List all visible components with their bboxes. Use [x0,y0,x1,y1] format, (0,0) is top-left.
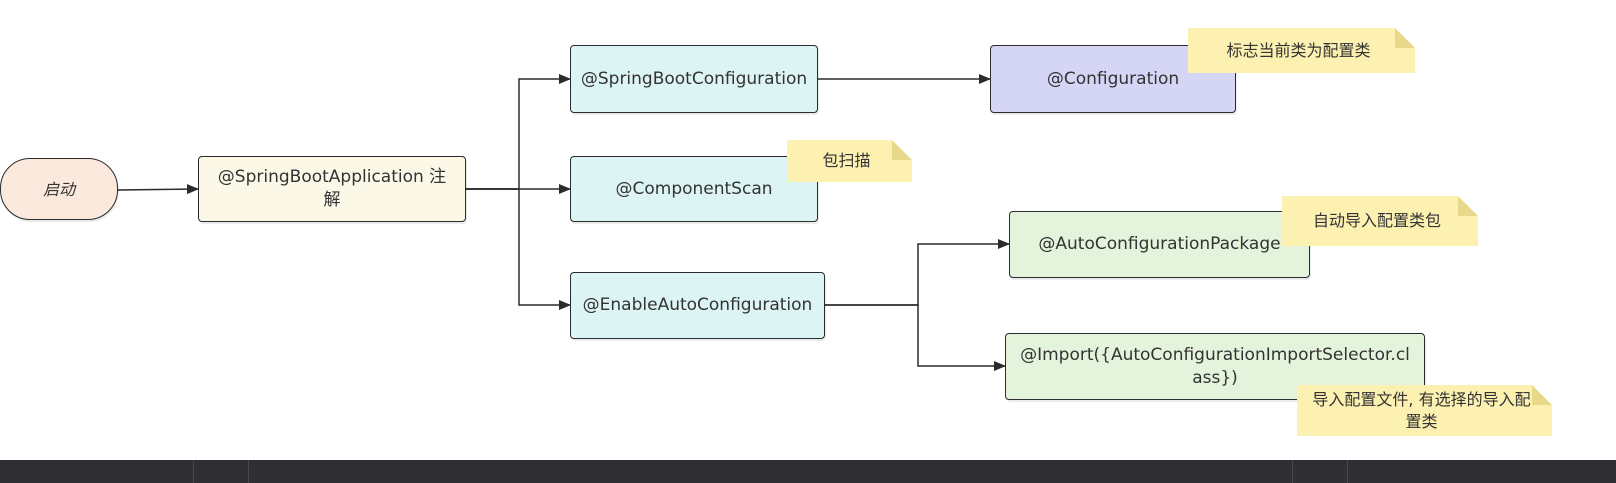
spring-boot-configuration-label: @SpringBootConfiguration [580,68,808,89]
spring-boot-application-node[interactable]: @SpringBootApplication 注解 [198,156,466,222]
toolbar-divider [193,460,194,483]
configuration-note-text: 标志当前类为配置类 [1226,40,1371,60]
start-node[interactable]: 启动 [0,158,118,220]
toolbar-divider [1292,460,1293,483]
configuration-label: @Configuration [1046,68,1180,89]
import-selector-note-text: 导入配置文件, 有选择的导入配置类 [1312,389,1531,431]
toolbar-divider [248,460,249,483]
edge-start-to-app [117,184,199,195]
component-scan-note[interactable]: 包扫描 [787,140,912,182]
import-selector-label: @Import({AutoConfigurationImportSelector… [1020,344,1410,388]
component-scan-label: @ComponentScan [615,178,773,199]
enable-auto-configuration-label: @EnableAutoConfiguration [582,295,813,315]
auto-configuration-package-note[interactable]: 自动导入配置类包 [1282,196,1478,246]
component-scan-node[interactable]: @ComponentScan [570,156,818,222]
auto-configuration-package-label: @AutoConfigurationPackage [1038,234,1281,254]
auto-configuration-package-node[interactable]: @AutoConfigurationPackage [1009,211,1310,278]
edge-app-to-sbc [466,74,571,190]
import-selector-note[interactable]: 导入配置文件, 有选择的导入配置类 [1297,385,1552,436]
edge-app-to-eac [466,188,571,310]
bottom-toolbar [0,460,1616,483]
auto-configuration-package-note-text: 自动导入配置类包 [1312,211,1441,230]
edge-eac-to-acp [825,239,1010,306]
spring-boot-configuration-node[interactable]: @SpringBootConfiguration [570,45,818,113]
configuration-note[interactable]: 标志当前类为配置类 [1188,28,1415,73]
start-node-label: 启动 [42,179,75,199]
edge-eac-to-imp [825,304,1006,371]
component-scan-note-text: 包扫描 [822,151,871,170]
enable-auto-configuration-node[interactable]: @EnableAutoConfiguration [570,272,825,339]
toolbar-divider [1347,460,1348,483]
spring-boot-application-label: @SpringBootApplication 注解 [217,167,447,210]
